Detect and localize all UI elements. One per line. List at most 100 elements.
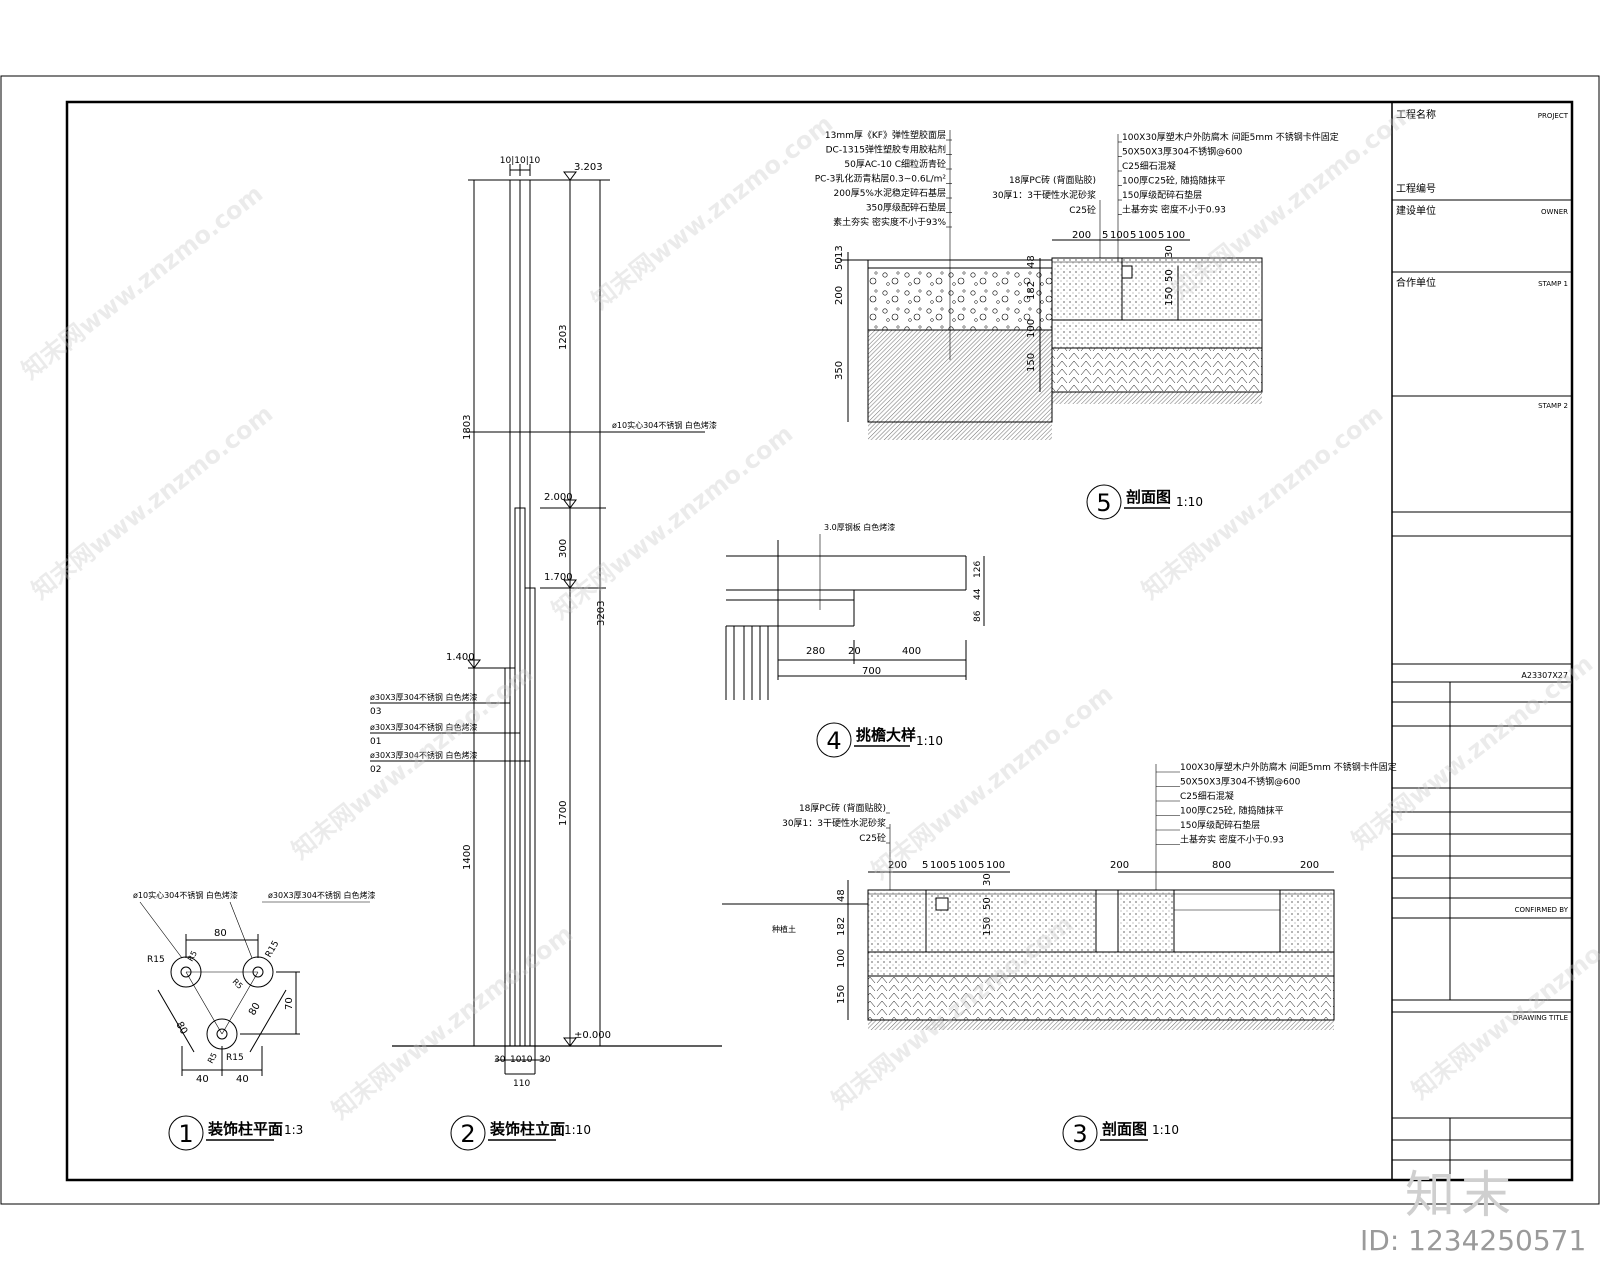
section5-dim-left: 13: [834, 245, 845, 258]
section3-right-note: C25细石混凝: [1180, 790, 1234, 802]
tb-confirmed: CONFIRMED BY: [1515, 906, 1569, 914]
d4-title: 挑檐大样: [856, 726, 916, 744]
section5-dim-top: 100: [1138, 230, 1157, 241]
section5-left-note: 50厚AC-10 C细粒沥青砼: [844, 158, 946, 170]
tb-row4: 合作单位: [1396, 276, 1436, 289]
note-tube-01: ø30X3厚304不锈钢 白色烤漆: [370, 722, 477, 732]
dim-1700: 1700: [558, 801, 569, 826]
section5-dim-left: 350: [834, 361, 845, 380]
dim-1400: 1400: [462, 845, 473, 870]
level-0: ±0.000: [574, 1030, 611, 1041]
s4-20: 20: [848, 646, 861, 657]
watermark-text: 知末网www.znzmo.com: [586, 110, 838, 315]
s4-126: 126: [973, 561, 983, 578]
section5-dim-top: 5: [1102, 230, 1108, 241]
image-id: ID: 1234250571: [1360, 1224, 1587, 1257]
section5-dim-top: 100: [1110, 230, 1129, 241]
section5-dim-right: 150: [1164, 287, 1175, 306]
section5-right-note: C25细石混凝: [1122, 160, 1176, 172]
d3-num: 3: [1072, 1120, 1087, 1148]
watermark-text: 知末网www.znzmo.com: [546, 420, 798, 625]
tb-stamp1: STAMP 1: [1538, 280, 1568, 288]
dim-110: 110: [513, 1079, 530, 1089]
section3-left-note: C25砼: [859, 832, 886, 844]
plan-r5b: R5: [231, 977, 245, 991]
d4-num: 4: [826, 727, 841, 755]
d5-scale: 1:10: [1176, 495, 1203, 509]
section5-dim-mid: 182: [1026, 281, 1037, 300]
note-tube-03: ø30X3厚304不锈钢 白色烤漆: [370, 692, 477, 702]
plan-80-right: 80: [247, 1001, 263, 1018]
dim-3203: 3203: [596, 601, 607, 626]
section3-dim-right: 30: [982, 873, 993, 886]
section3-dim-top: 100: [958, 860, 977, 871]
plan-40a: 40: [196, 1074, 209, 1085]
tb-drawing-title: DRAWING TITLE: [1513, 1014, 1568, 1022]
section5-dim-mid: 100: [1026, 319, 1037, 338]
dim-30b: 30: [539, 1055, 551, 1065]
dim-1803: 1803: [462, 415, 473, 440]
section5-dim-top: 200: [1072, 230, 1091, 241]
level-1700: 1.700: [544, 572, 573, 583]
section5-right-note: 100X30厚塑木户外防腐木 间距5mm 不锈钢卡件固定: [1122, 131, 1339, 143]
section3-dim-top: 5: [978, 860, 984, 871]
dim-10a: 10: [510, 1055, 522, 1065]
section3-dim-left: 150: [836, 985, 847, 1004]
section5-labels: 13mm厚《KF》弹性塑胶面层DC-1315弹性塑胶专用胶粘剂50厚AC-10 …: [815, 129, 1339, 380]
level-1400: 1.400: [446, 652, 475, 663]
tb-number: A23307X27: [1521, 671, 1568, 680]
d3-title: 剖面图: [1102, 1120, 1147, 1138]
dim-30a: 30: [494, 1055, 506, 1065]
section3-dim-top: 100: [986, 860, 1005, 871]
note-tube-02: ø30X3厚304不锈钢 白色烤漆: [370, 750, 477, 760]
section3-dim-left: 48: [836, 889, 847, 902]
section3-labels: 100X30厚塑木户外防腐木 间距5mm 不锈钢卡件固定50X50X3厚304不…: [772, 761, 1397, 1004]
title-block: 工程名称 PROJECT 工程编号 建设单位 OWNER 合作单位 STAMP …: [1391, 102, 1572, 1180]
tag-01: 01: [370, 737, 381, 747]
section5-dim-mid: 48: [1026, 255, 1037, 268]
plan-80-top: 80: [214, 928, 227, 939]
section5-drawing: [840, 130, 1263, 440]
section5-left-note: DC-1315弹性塑胶专用胶粘剂: [826, 144, 946, 156]
d5-num: 5: [1096, 489, 1111, 517]
watermark-text: 知末网www.znzmo.com: [1166, 100, 1418, 305]
section3-left-note: 18厚PC砖 (背面贴胶): [799, 802, 886, 814]
section3-dim-top: 800: [1212, 860, 1231, 871]
section3-dim-top: 5: [922, 860, 928, 871]
plan-r15a: R15: [147, 955, 165, 965]
detail-titles: 1 装饰柱平面 1:3 2 装饰柱立面 1:10 3 剖面图 1:10 4 挑檐…: [168, 484, 1203, 1151]
tag-02: 02: [370, 765, 381, 775]
section3-right-note: 50X50X3厚304不锈钢@600: [1180, 776, 1301, 788]
watermark-text: 知末网www.znzmo.com: [286, 660, 538, 865]
section3-dim-right: 150: [982, 917, 993, 936]
watermark-text: 知末网www.znzmo.com: [1136, 400, 1388, 605]
section5-right-note: 土基夯实 密度不小于0.93: [1122, 204, 1226, 216]
s4-86: 86: [973, 610, 983, 622]
brand-watermark: 知末: [1405, 1166, 1517, 1224]
d1-num: 1: [178, 1120, 193, 1148]
section5-mid-note: 18厚PC砖 (背面贴胶): [1009, 174, 1096, 186]
section3-dim-top: 5: [950, 860, 956, 871]
level-2000: 2.000: [544, 492, 573, 503]
section3-dim-top: 200: [1300, 860, 1319, 871]
dim-300: 300: [558, 539, 569, 558]
section5-dim-right: 50: [1164, 269, 1175, 282]
tag-03: 03: [370, 707, 381, 717]
section3-drawing: [722, 764, 1335, 1030]
section3-dim-right: 50: [982, 897, 993, 910]
level-top: 3.203: [574, 162, 603, 173]
s4-44: 44: [973, 588, 983, 600]
section3-dim-top: 100: [930, 860, 949, 871]
watermark-text: 知末网www.znzmo.com: [326, 920, 578, 1125]
section5-dim-left: 50: [834, 257, 845, 270]
section3-right-note: 150厚级配碎石垫层: [1180, 819, 1260, 831]
plan-note-tube: ø30X3厚304不锈钢 白色烤漆: [268, 890, 375, 900]
tb-row2: 工程编号: [1396, 182, 1436, 195]
section5-left-note: 200厚5%水泥稳定碎石基层: [834, 187, 946, 199]
note-rod: ø10实心304不锈钢 白色烤漆: [612, 420, 717, 430]
plan-r15c: R15: [226, 1053, 244, 1063]
section5-mid-note: 30厚1：3干硬性水泥砂浆: [992, 189, 1096, 201]
plan-r5a: R5: [186, 949, 199, 963]
d2-num: 2: [460, 1120, 475, 1148]
section5-right-note: 100厚C25砼, 随捣随抹平: [1122, 175, 1226, 187]
